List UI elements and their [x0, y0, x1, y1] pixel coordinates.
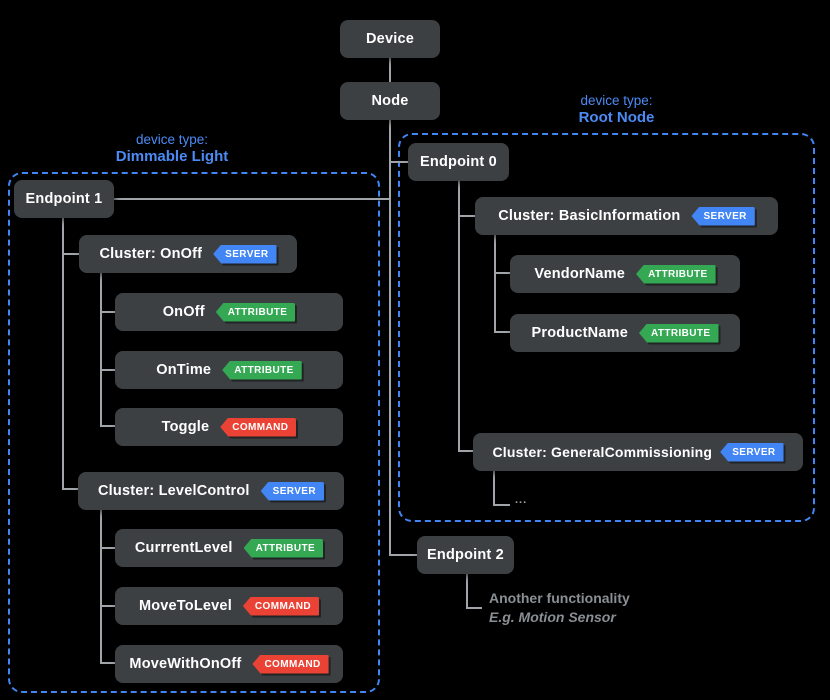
connector-line [389, 58, 391, 82]
connector-line [493, 471, 495, 506]
connector-line [62, 488, 78, 490]
cluster-generalcommissioning-label: Cluster: GeneralCommissioning [492, 444, 713, 460]
device-box: Device [340, 20, 440, 58]
endpoint2-note-line1: Another functionality [489, 590, 630, 606]
server-badge: SERVER [720, 442, 784, 462]
cmd-toggle-box: Toggle COMMAND [115, 408, 343, 446]
attr-currrentlevel-label: CurrrentLevel [134, 540, 233, 556]
server-badge: SERVER [691, 206, 755, 226]
device-label: Device [366, 31, 414, 47]
caption-root-node: device type: Root Node [529, 92, 704, 126]
command-badge: COMMAND [242, 596, 320, 616]
endpoint0-label: Endpoint 0 [420, 154, 497, 170]
connector-line [62, 253, 79, 255]
endpoint1-box: Endpoint 1 [14, 180, 114, 218]
connector-line [100, 425, 115, 427]
attr-vendorname-box: VendorName ATTRIBUTE [510, 255, 740, 293]
general-commissioning-ellipsis: ... [515, 494, 528, 506]
connector-line [390, 554, 417, 556]
connector-line [100, 547, 115, 549]
cmd-movewithonoff-label: MoveWithOnOff [129, 656, 242, 672]
endpoint1-label: Endpoint 1 [25, 191, 103, 207]
connector-line [113, 198, 390, 200]
node-box: Node [340, 82, 440, 120]
attribute-badge: ATTRIBUTE [636, 264, 716, 284]
cmd-movewithonoff-box: MoveWithOnOff COMMAND [115, 645, 343, 683]
cmd-movetolevel-box: MoveToLevel COMMAND [115, 587, 343, 625]
connector-line [458, 450, 474, 452]
attr-onoff-box: OnOff ATTRIBUTE [115, 293, 343, 331]
connector-line [494, 331, 510, 333]
attr-currrentlevel-box: CurrrentLevel ATTRIBUTE [115, 529, 343, 567]
connector-line [100, 662, 115, 664]
connector-line [62, 218, 64, 490]
connector-line [493, 504, 510, 506]
caption-dimmable-light-line1: device type: [135, 132, 209, 147]
endpoint2-note: Another functionality E.g. Motion Sensor [489, 589, 630, 627]
cluster-generalcommissioning-box: Cluster: GeneralCommissioning SERVER [473, 433, 803, 471]
cmd-toggle-label: Toggle [161, 419, 210, 435]
caption-dimmable-light: device type: Dimmable Light [57, 131, 287, 165]
endpoint2-label: Endpoint 2 [427, 547, 504, 563]
connector-line [494, 235, 496, 333]
cluster-onoff-box: Cluster: OnOff SERVER [79, 235, 297, 273]
attribute-badge: ATTRIBUTE [215, 302, 296, 322]
command-badge: COMMAND [252, 654, 329, 674]
caption-root-node-line2: Root Node [578, 109, 655, 126]
connector-line [390, 161, 408, 163]
cluster-basicinformation-label: Cluster: BasicInformation [498, 208, 681, 224]
connector-line [100, 311, 115, 313]
cluster-onoff-label: Cluster: OnOff [99, 246, 203, 262]
endpoint2-box: Endpoint 2 [417, 536, 514, 574]
attr-vendorname-label: VendorName [534, 266, 626, 282]
command-badge: COMMAND [220, 417, 297, 437]
attr-ontime-box: OnTime ATTRIBUTE [115, 351, 343, 389]
dimmable-light-group-frame [8, 172, 380, 693]
cluster-basicinformation-box: Cluster: BasicInformation SERVER [475, 197, 778, 235]
connector-line [466, 573, 468, 609]
connector-line [458, 215, 475, 217]
connector-line [494, 272, 510, 274]
caption-root-node-line1: device type: [580, 93, 653, 108]
attr-onoff-label: OnOff [162, 304, 205, 320]
server-badge: SERVER [260, 481, 324, 501]
connector-line [100, 369, 115, 371]
cluster-levelcontrol-box: Cluster: LevelControl SERVER [78, 472, 344, 510]
caption-dimmable-light-line2: Dimmable Light [115, 148, 229, 165]
attr-productname-box: ProductName ATTRIBUTE [510, 314, 740, 352]
connector-line [389, 120, 391, 556]
server-badge: SERVER [213, 244, 277, 264]
connector-line [100, 273, 102, 427]
cmd-movetolevel-label: MoveToLevel [138, 598, 232, 614]
endpoint2-note-line2: E.g. Motion Sensor [489, 609, 616, 625]
endpoint0-box: Endpoint 0 [408, 143, 509, 181]
connector-line [100, 605, 115, 607]
attribute-badge: ATTRIBUTE [222, 360, 302, 380]
attr-ontime-label: OnTime [156, 362, 212, 378]
connector-line [466, 607, 482, 609]
connector-line [100, 510, 102, 664]
cluster-levelcontrol-label: Cluster: LevelControl [98, 483, 250, 499]
attribute-badge: ATTRIBUTE [243, 538, 324, 558]
attribute-badge: ATTRIBUTE [638, 323, 719, 343]
node-label: Node [371, 93, 409, 109]
connector-line [458, 181, 460, 452]
root-node-group-frame [398, 133, 815, 522]
attr-productname-label: ProductName [531, 325, 628, 341]
